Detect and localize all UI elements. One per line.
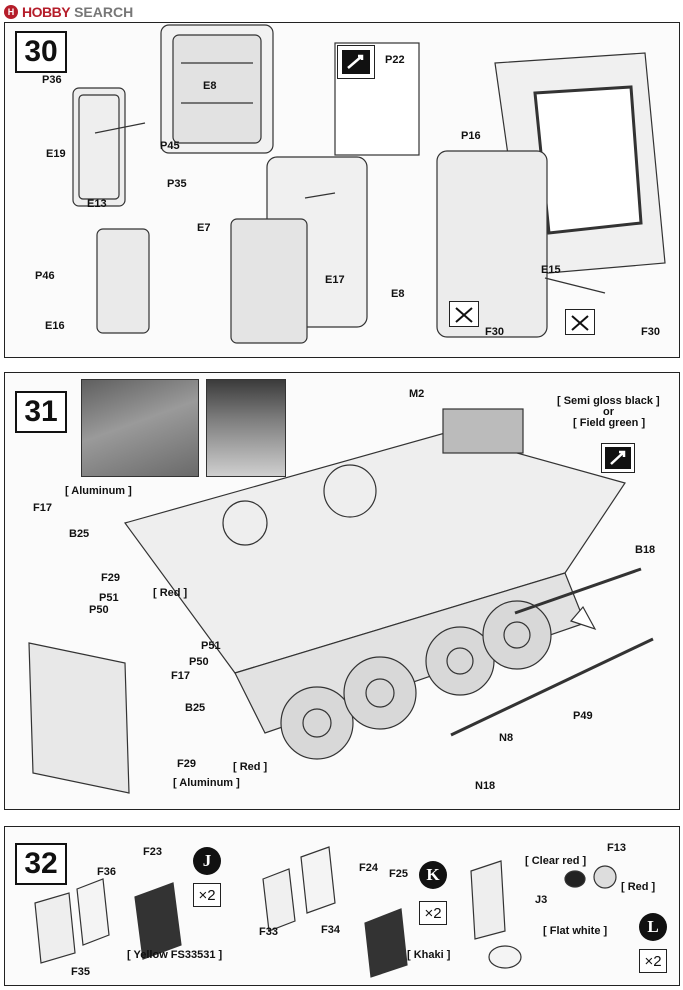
part-label-f17-top: F17	[33, 502, 52, 514]
paint-note-red: [ Red ]	[621, 881, 656, 893]
part-label-m2: M2	[409, 388, 425, 400]
part-label-e19: E19	[46, 148, 66, 160]
step-number-31: 31	[15, 391, 67, 433]
part-label-f36: F36	[97, 866, 116, 878]
paint-note-flat-white: [ Flat white ]	[543, 925, 608, 937]
part-label-f17-bottom: F17	[171, 670, 190, 682]
part-label-p45: P45	[160, 140, 180, 152]
part-label-n18: N18	[475, 780, 496, 792]
part-label-p50-bottom: P50	[189, 656, 209, 668]
watermark-logo: H HOBBY SEARCH	[4, 3, 133, 21]
part-label-p51-bottom: P51	[201, 640, 221, 652]
part-label-e8-top: E8	[203, 80, 217, 92]
subassembly-badge-l: L	[639, 913, 667, 941]
part-label-p22: P22	[385, 54, 405, 66]
part-label-e17: E17	[325, 274, 345, 286]
watermark-suffix: SEARCH	[74, 4, 134, 20]
part-label-f23: F23	[143, 846, 162, 858]
part-label-e15: E15	[541, 264, 561, 276]
part-label-p46: P46	[35, 270, 55, 282]
part-label-e13: E13	[87, 198, 107, 210]
drill-icon-b	[565, 309, 595, 335]
watermark-brand: HOBBY	[22, 4, 71, 20]
part-label-f29-top: F29	[101, 572, 120, 584]
part-label-f25: F25	[389, 868, 408, 880]
part-label-n8: N8	[499, 732, 514, 744]
part-label-f29-bottom: F29	[177, 758, 196, 770]
watermark-icon: H	[4, 5, 18, 19]
step-32-panel: 32 F36 F35 F23 F33 F34 F24 F25 J3 F13 J …	[4, 826, 680, 986]
paint-note-or: or	[603, 406, 614, 418]
cement-icon-box	[601, 443, 635, 473]
step-32-drawing	[34, 846, 617, 978]
part-label-b18: B18	[635, 544, 656, 556]
subassembly-badge-k: K	[419, 861, 447, 889]
part-label-e7: E7	[197, 222, 211, 234]
paint-note-khaki: [ Khaki ]	[407, 949, 451, 961]
quantity-box-l: ×2	[639, 949, 667, 973]
part-label-p35: P35	[167, 178, 187, 190]
paint-note-semi-gloss-black: [ Semi gloss black ]	[557, 395, 660, 407]
reference-photo-1	[81, 379, 199, 477]
paint-note-field-green: [ Field green ]	[573, 417, 646, 429]
step-number-30: 30	[15, 31, 67, 73]
part-label-f34: F34	[321, 924, 340, 936]
part-label-f33: F33	[259, 926, 278, 938]
part-label-b25-bottom: B25	[185, 702, 206, 714]
part-label-p36: P36	[42, 74, 62, 86]
step-30-panel: 30 P36 E19 E13 E8 P45 P22 P16 P35 E7 E17…	[4, 22, 680, 358]
paint-note-aluminum-top: [ Aluminum ]	[65, 485, 132, 497]
part-label-f30-right: F30	[641, 326, 660, 338]
part-label-e8-mid: E8	[391, 288, 405, 300]
paint-note-clear-red: [ Clear red ]	[525, 855, 587, 867]
reference-photo-2	[206, 379, 286, 477]
subassembly-badge-j: J	[193, 847, 221, 875]
paint-note-red-top: [ Red ]	[153, 587, 188, 599]
paint-note-aluminum-bottom: [ Aluminum ]	[173, 777, 240, 789]
step-31-panel: 31 M2 [ Semi gloss black ] or [ Field gr…	[4, 372, 680, 810]
part-label-j3: J3	[535, 894, 548, 906]
part-label-f30-left: F30	[485, 326, 504, 338]
paint-note-yellow: [ Yellow FS33531 ]	[127, 949, 223, 961]
part-label-p49: P49	[573, 710, 593, 722]
part-label-p50-top: P50	[89, 604, 109, 616]
part-label-p16: P16	[461, 130, 481, 142]
part-label-b25-top: B25	[69, 528, 90, 540]
cement-icon-box	[337, 45, 375, 79]
quantity-box-k: ×2	[419, 901, 447, 925]
part-label-f24: F24	[359, 862, 378, 874]
part-label-p51-top: P51	[99, 592, 119, 604]
paint-note-red-bottom: [ Red ]	[233, 761, 268, 773]
quantity-box-j: ×2	[193, 883, 221, 907]
part-label-f13: F13	[607, 842, 626, 854]
part-label-e16: E16	[45, 320, 65, 332]
step-31-drawing	[28, 408, 654, 794]
drill-icon-a	[449, 301, 479, 327]
step-number-32: 32	[15, 843, 67, 885]
part-label-f35: F35	[71, 966, 90, 978]
